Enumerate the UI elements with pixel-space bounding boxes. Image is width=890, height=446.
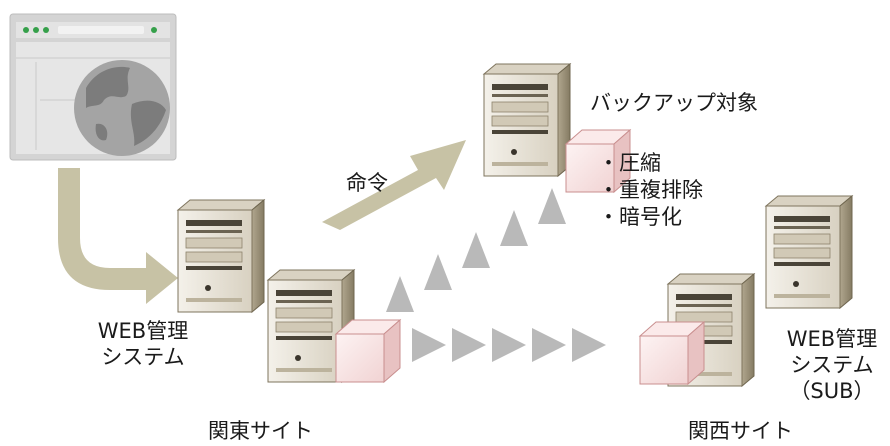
web-mgmt-sub-label-line1: WEB管理 — [786, 327, 878, 351]
feature-deduplication: ・重複排除 — [598, 178, 703, 202]
web-mgmt-label-line1: WEB管理 — [97, 319, 189, 343]
backup-target-server — [483, 63, 571, 177]
command-arrow — [322, 140, 466, 230]
kanto-site-label: 関東サイト — [208, 419, 313, 443]
diagonal-transfer-chevrons — [386, 188, 566, 312]
feature-encryption: ・暗号化 — [598, 205, 682, 229]
web-mgmt-server — [177, 199, 265, 313]
command-flow-arrow — [58, 168, 178, 304]
web-mgmt-sub-label-line3: （SUB） — [789, 379, 875, 403]
replication-chevrons — [412, 328, 606, 362]
backup-target-label: バックアップ対象 — [590, 91, 758, 115]
feature-compression: ・圧縮 — [598, 151, 661, 175]
command-label: 命令 — [346, 171, 388, 195]
kanto-data-cube — [335, 319, 401, 383]
backup-features-list: ・圧縮 ・重複排除 ・暗号化 — [598, 150, 703, 231]
web-mgmt-label-line2: システム — [101, 345, 185, 369]
web-mgmt-sub-label-line2: システム — [790, 353, 874, 377]
kansai-data-cube — [639, 321, 705, 385]
globe-icon — [74, 60, 170, 156]
kansai-site-label: 関西サイト — [688, 419, 793, 443]
web-mgmt-sub-server — [765, 195, 853, 309]
